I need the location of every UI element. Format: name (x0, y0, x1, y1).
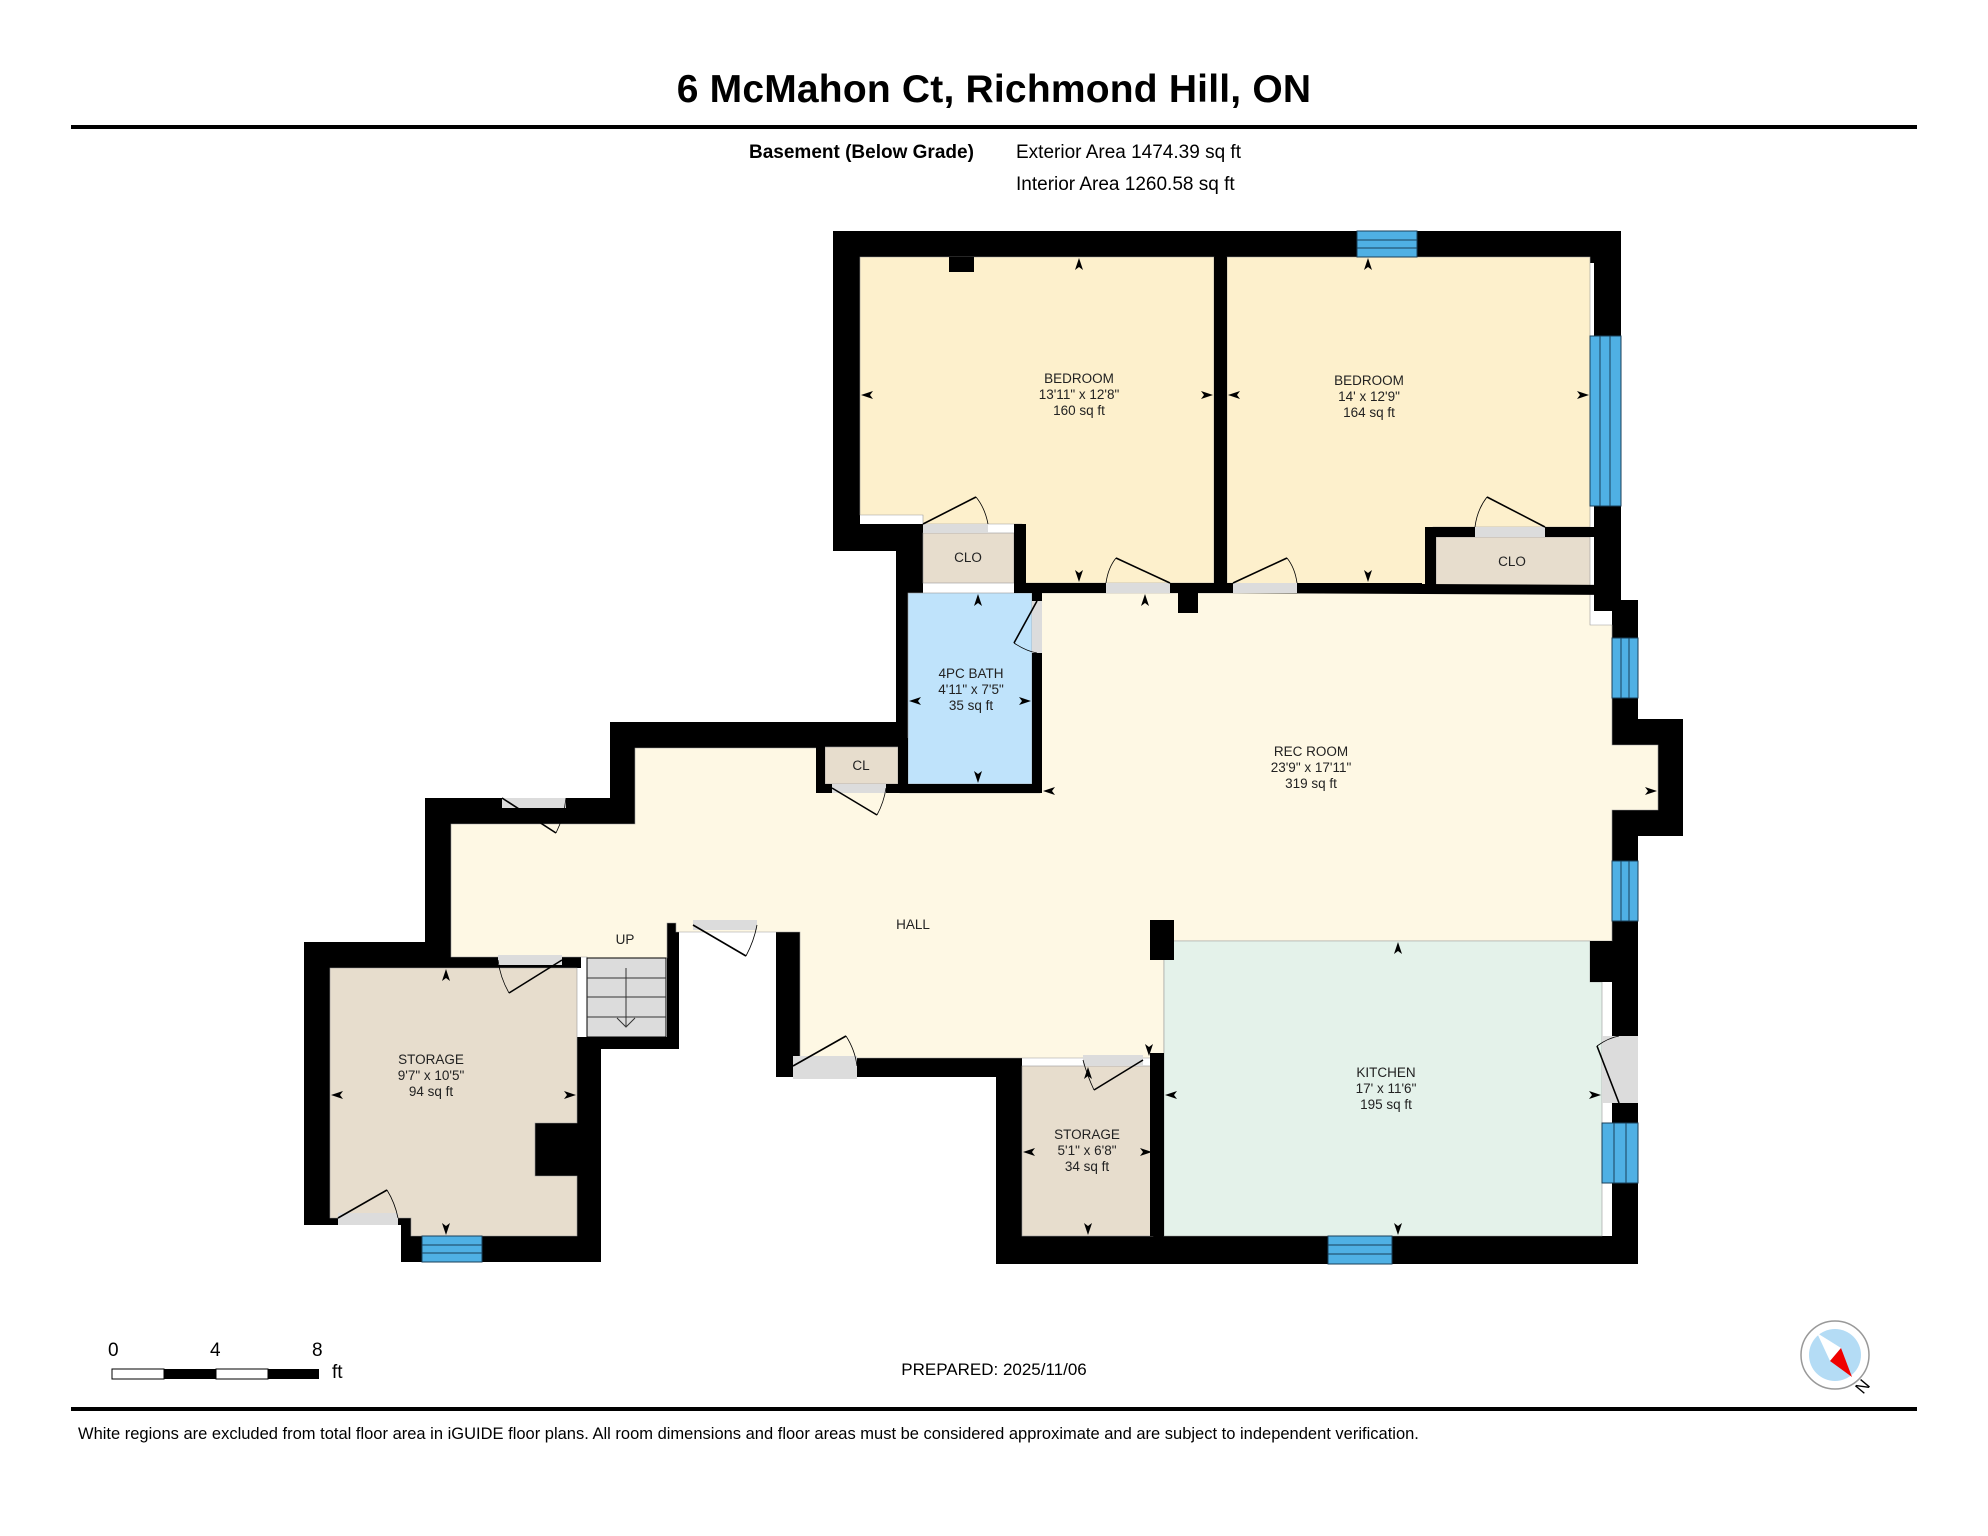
svg-text:HALL: HALL (896, 917, 930, 932)
room-closet-2 (1435, 536, 1591, 588)
svg-text:UP: UP (616, 932, 635, 947)
window-kitchen-bottom (1327, 1235, 1393, 1265)
windows (421, 230, 1639, 1265)
dimension-arrows (331, 258, 1657, 1235)
property-address-title: 6 McMahon Ct, Richmond Hill, ON (676, 68, 1312, 111)
scale-tick-4: 4 (210, 1340, 221, 1361)
disclaimer-text: White regions are excluded from total fl… (78, 1425, 1419, 1443)
title-divider (71, 125, 1917, 129)
room-closet-3 (824, 746, 899, 785)
footer-divider (71, 1407, 1917, 1411)
window-rec-lower (1611, 860, 1639, 922)
svg-text:CLO: CLO (1498, 554, 1526, 569)
scale-tick-0: 0 (108, 1340, 119, 1361)
svg-text:CLO: CLO (954, 550, 982, 565)
doors (337, 496, 1638, 1225)
level-label: Basement (Below Grade) (749, 142, 974, 163)
room-storage-1 (329, 967, 578, 1237)
window-rec-upper (1611, 637, 1639, 699)
room-closet-1 (922, 532, 1015, 584)
window-bedroom-2-right (1589, 335, 1622, 507)
room-rec-room-hall (450, 592, 1659, 1059)
window-bedroom-2-top (1356, 230, 1418, 258)
stairs (586, 957, 667, 1038)
scale-tick-8: 8 (312, 1340, 323, 1361)
exterior-area: Exterior Area 1474.39 sq ft (1016, 142, 1241, 163)
window-storage-1-bottom (421, 1235, 483, 1263)
svg-text:CL: CL (852, 758, 870, 773)
compass-icon (1800, 1320, 1870, 1390)
window-kitchen-right (1601, 1122, 1639, 1184)
scale-bar (111, 1368, 319, 1380)
prepared-date: PREPARED: 2025/11/06 (901, 1360, 1087, 1379)
scale-unit: ft (332, 1362, 343, 1383)
room-bath (907, 592, 1033, 785)
room-storage-2 (1021, 1065, 1154, 1237)
interior-area: Interior Area 1260.58 sq ft (1016, 174, 1235, 195)
